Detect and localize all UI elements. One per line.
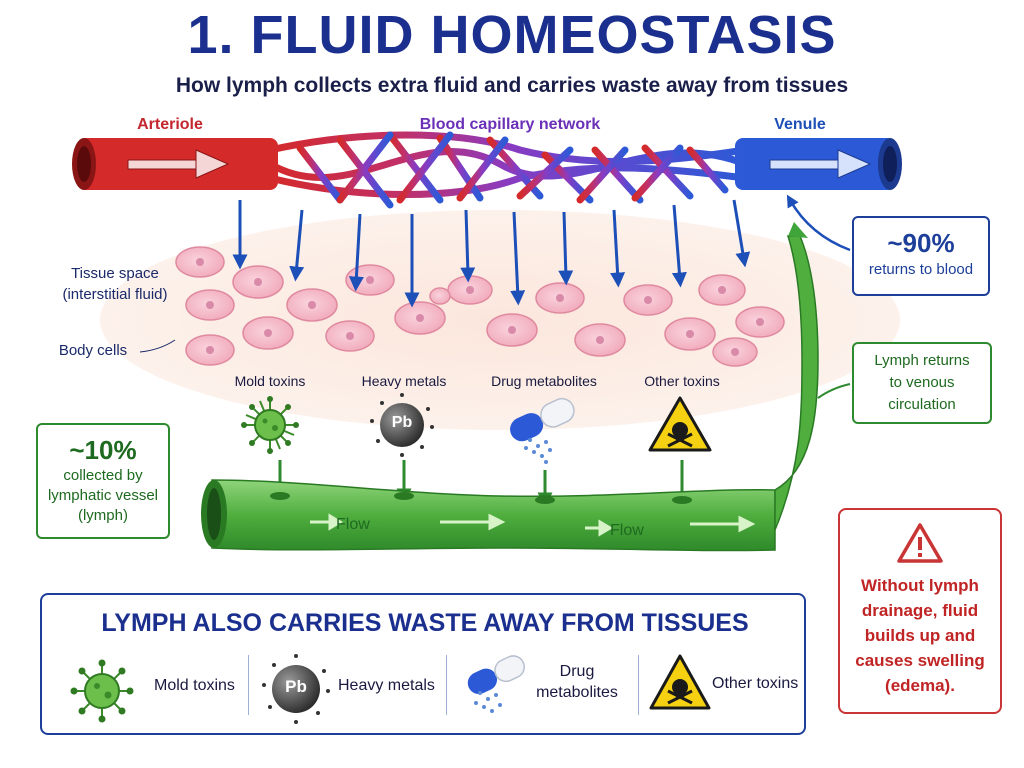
warning-line1: Without lymph [861, 576, 979, 595]
pb-sphere-icon [262, 654, 330, 724]
pb-sphere-icon [370, 393, 434, 457]
toxin-label-drug: Drug metabolites [491, 373, 597, 389]
warning-line2: drainage, fluid [861, 601, 979, 620]
summary-label-metals: Heavy metals [338, 677, 435, 694]
collected-percent: ~10% [69, 435, 137, 465]
lymph-return-line3: circulation [888, 396, 956, 413]
warning-icon [897, 523, 943, 563]
lymph-return-leader [817, 383, 851, 399]
body-cells-leader [139, 339, 176, 353]
venule-label: Venule [774, 116, 826, 133]
summary-label-other: Other toxins [712, 675, 799, 692]
warning-line4: causes swelling [855, 651, 985, 670]
collected-line3: (lymph) [77, 507, 128, 524]
divider [638, 655, 639, 715]
tissue-space-line2: (interstitial fluid) [62, 286, 168, 303]
arteriole-label: Arteriole [137, 116, 203, 133]
return-to-blood-arrow [786, 194, 851, 252]
skull-warning-icon [649, 654, 711, 710]
collected-line1: collected by [63, 467, 143, 484]
returns-text: returns to blood [868, 261, 974, 278]
lymph-return-line2: to venous [889, 374, 955, 391]
flow-arrows [310, 513, 756, 537]
summary-label-drug-line2: metabolites [536, 684, 618, 701]
capsule-icon [467, 655, 525, 713]
warning-line5: (edema). [885, 676, 955, 695]
waste-summary-panel: LYMPH ALSO CARRIES WASTE AWAY FROM TISSU… [40, 593, 806, 735]
returns-percent: ~90% [887, 228, 955, 258]
collected-by-lymph-callout: ~10% collected by lymphatic vessel (lymp… [36, 423, 170, 539]
waste-summary-title: LYMPH ALSO CARRIES WASTE AWAY FROM TISSU… [101, 609, 749, 637]
body-cells-label: Body cells [58, 342, 128, 359]
blood-vessel [72, 131, 902, 209]
summary-label-drug-line1: Drug [559, 663, 595, 680]
tissue-space-label: Tissue space (interstitial fluid) [40, 263, 190, 305]
toxin-label-metals: Heavy metals [361, 373, 447, 389]
flow-label-1: Flow [336, 516, 370, 533]
toxin-label-mold: Mold toxins [234, 373, 306, 389]
lymphatic-vessel [201, 222, 819, 552]
capsule-particles [524, 438, 552, 464]
virus-icon [241, 396, 299, 454]
summary-label-mold: Mold toxins [154, 677, 235, 694]
lymph-return-line1: Lymph returns [874, 352, 970, 369]
lymph-returns-callout: Lymph returns to venous circulation [852, 342, 992, 424]
flow-label-2: Flow [610, 522, 644, 539]
page-subtitle: How lymph collects extra fluid and carri… [175, 74, 849, 97]
tissue-space-line1: Tissue space [71, 265, 159, 282]
warning-line3: builds up and [864, 626, 976, 645]
virus-icon [70, 659, 134, 723]
collected-line2: lymphatic vessel [47, 487, 159, 504]
capillary-label: Blood capillary network [419, 116, 601, 133]
toxin-label-other: Other toxins [644, 373, 720, 389]
filtration-arrows [232, 199, 751, 308]
edema-warning-callout: Without lymph drainage, fluid builds up … [838, 508, 1002, 714]
skull-warning-icon [648, 396, 712, 452]
pb-symbol: Pb [391, 414, 413, 431]
divider [446, 655, 447, 715]
divider [248, 655, 249, 715]
summary-pb-symbol: Pb [285, 677, 307, 696]
summary-label-drug: Drug metabolites [522, 661, 632, 703]
body-cells [175, 246, 785, 367]
capsule-icon [510, 397, 575, 442]
page-title: 1. FLUID HOMEOSTASIS [187, 5, 837, 65]
returns-to-blood-callout: ~90% returns to blood [852, 216, 990, 296]
